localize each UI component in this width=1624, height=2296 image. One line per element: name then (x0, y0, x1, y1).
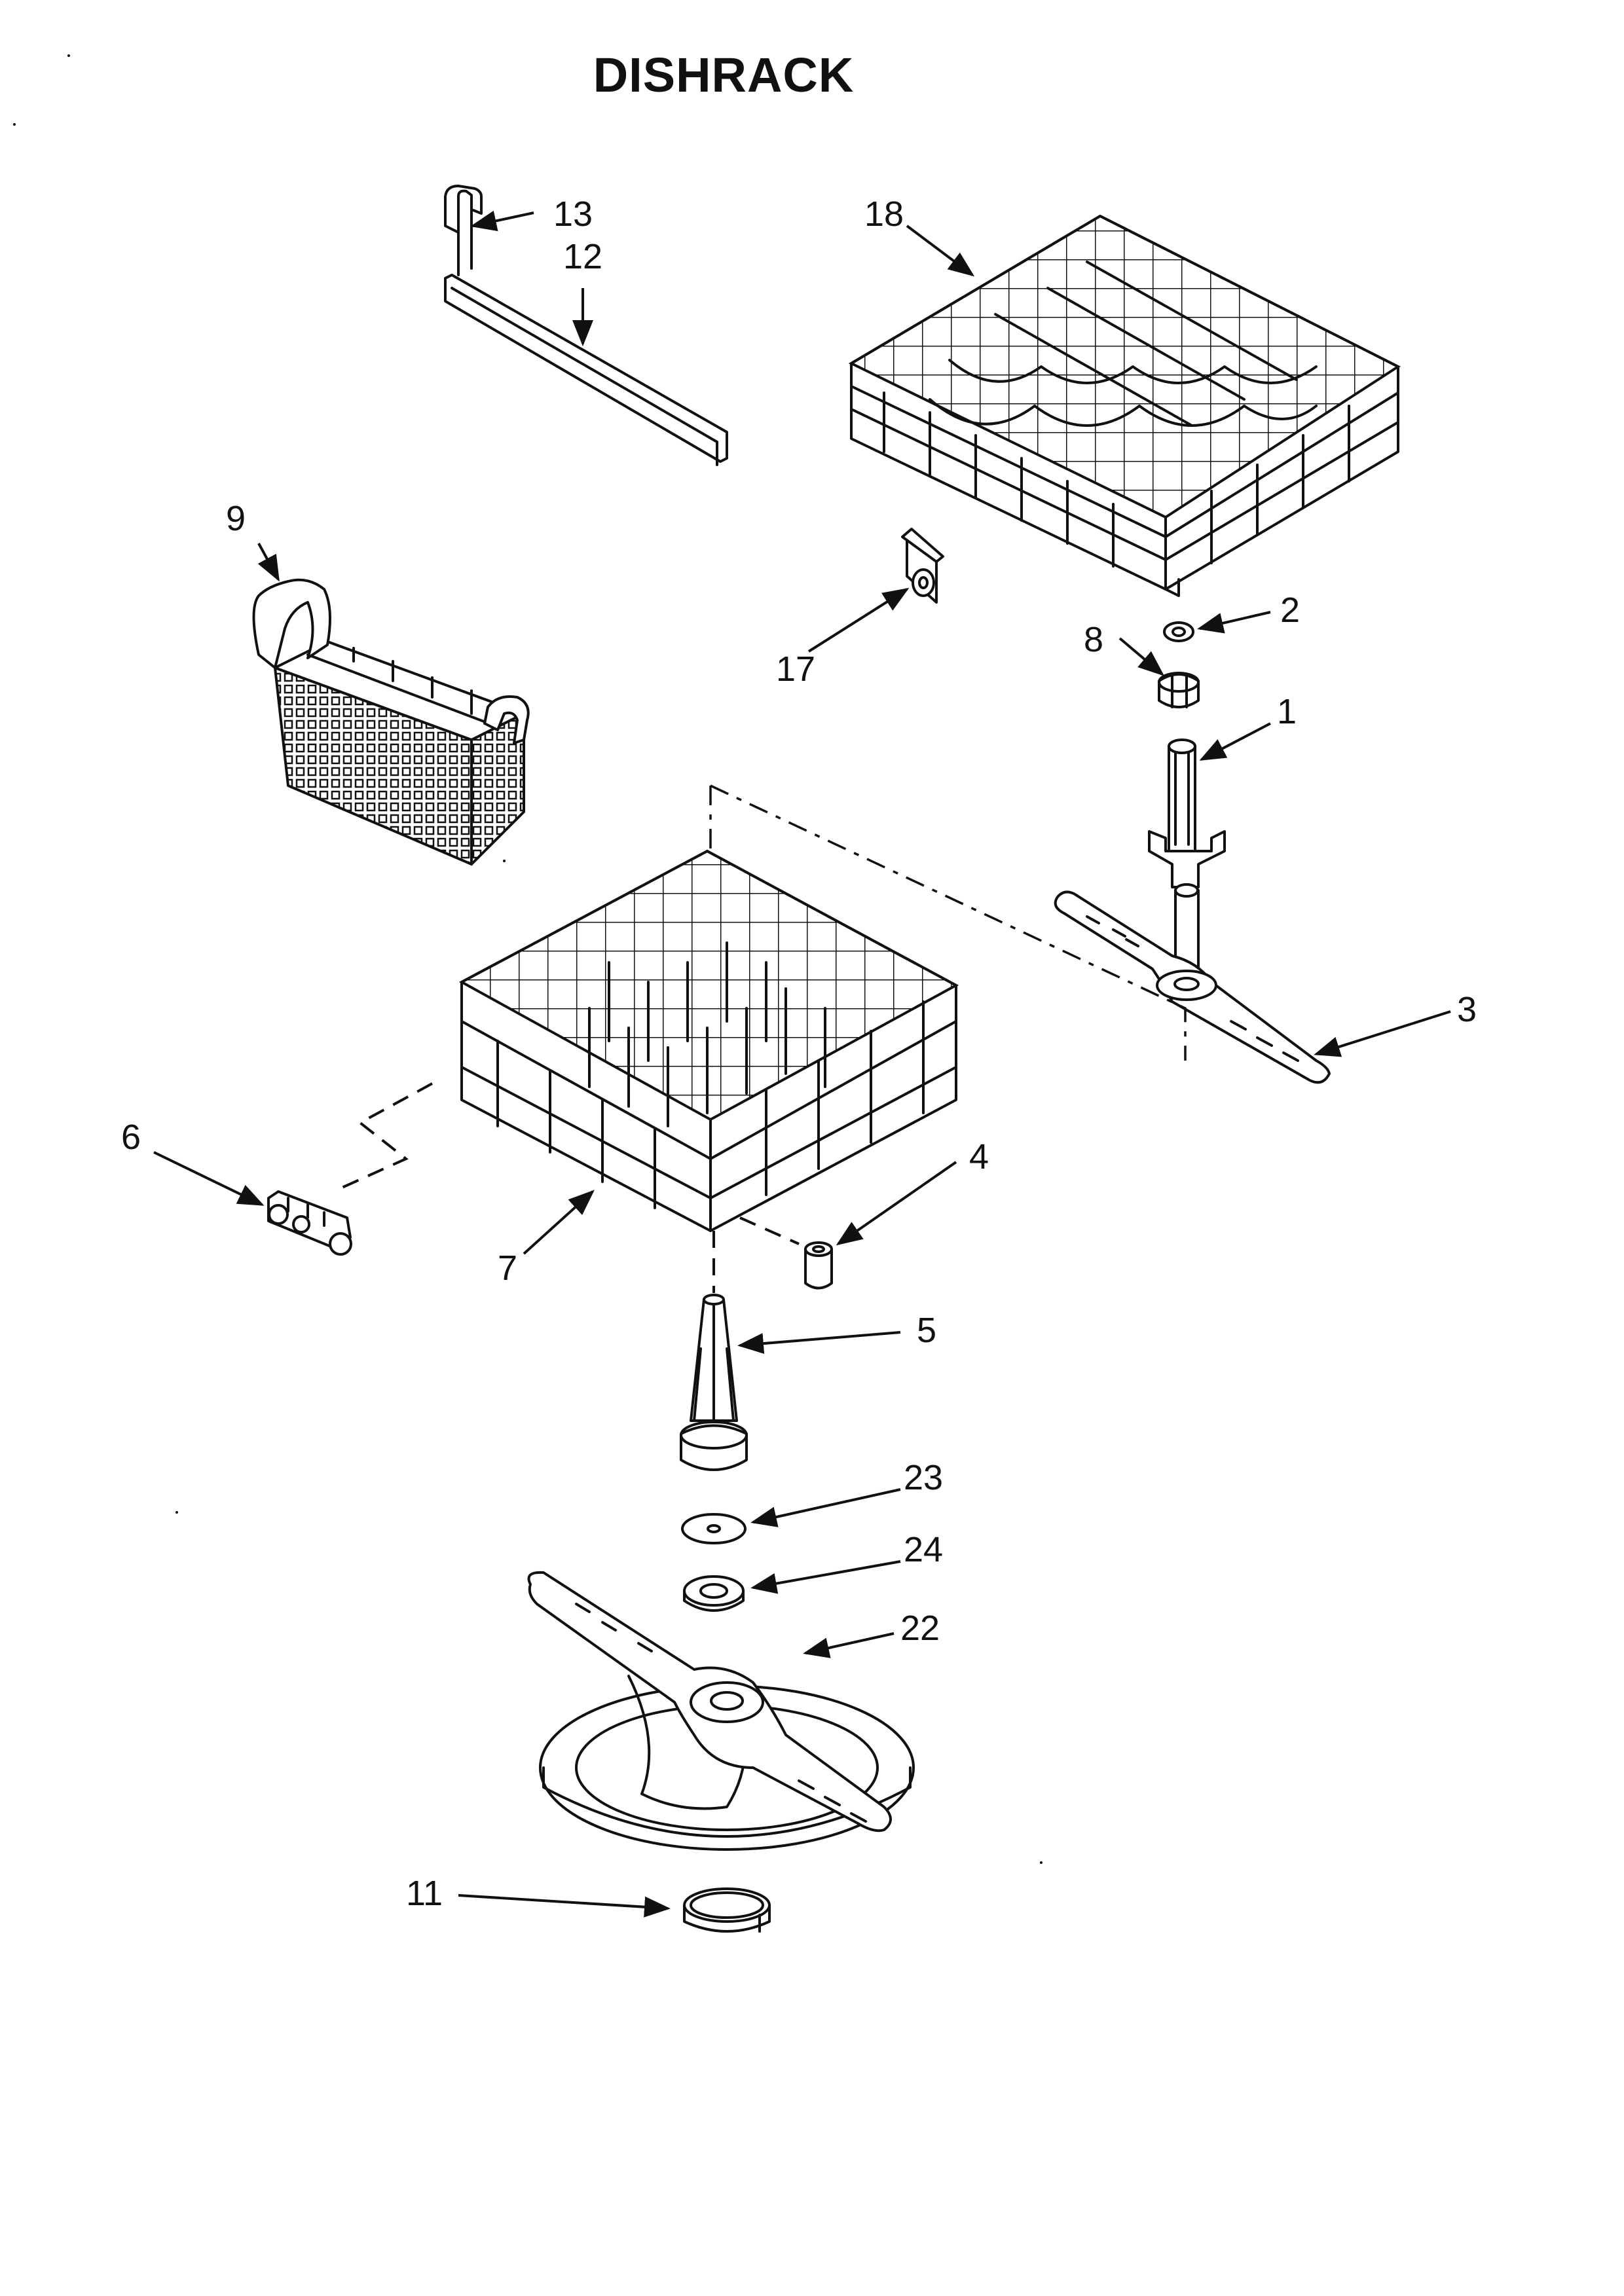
upper-spray-arm-part-3 (1054, 883, 1331, 1084)
leader-23 (750, 1488, 901, 1527)
roller-part-4 (804, 1241, 833, 1290)
leader-1 (1199, 722, 1271, 761)
leader-4 (836, 1161, 957, 1246)
callout-7: 7 (498, 1248, 517, 1288)
leader-3 (1314, 1010, 1451, 1057)
leader-11 (458, 1894, 671, 1918)
leader-17 (807, 587, 910, 653)
leader-13 (470, 210, 534, 232)
callout-24: 24 (904, 1530, 943, 1569)
nut-part-8 (1158, 672, 1200, 708)
leader-6 (153, 1151, 265, 1206)
callout-2: 2 (1280, 591, 1300, 630)
leader-8 (1118, 637, 1165, 676)
callout-22: 22 (900, 1609, 940, 1648)
callout-3: 3 (1457, 990, 1477, 1029)
callout-1: 1 (1277, 692, 1297, 731)
callout-labels: 13 12 18 9 17 2 8 1 3 6 7 4 5 23 24 22 1… (121, 194, 1477, 1913)
rack-adjuster-part-17 (901, 528, 944, 604)
lower-spray-tube-part-5 (680, 1294, 748, 1471)
upper-dishrack-part-18 (848, 214, 1401, 597)
scan-specks (13, 54, 1043, 1864)
upper-spray-tube-part-1 (1148, 738, 1226, 888)
callout-17: 17 (776, 649, 815, 689)
track-rail-part-12 (444, 274, 728, 466)
callout-9: 9 (226, 499, 246, 538)
callout-8: 8 (1084, 620, 1103, 659)
leader-2 (1197, 611, 1271, 634)
thrust-washer-part-23 (681, 1513, 747, 1544)
rack-wheel-part-6 (267, 1190, 352, 1256)
leader-22 (803, 1632, 895, 1658)
washer-part-2 (1163, 621, 1194, 642)
callout-18: 18 (864, 194, 904, 234)
callout-5: 5 (917, 1311, 936, 1350)
callout-13: 13 (553, 194, 593, 234)
callout-23: 23 (904, 1458, 943, 1497)
page-title: DISHRACK (593, 48, 855, 102)
leader-5 (737, 1331, 901, 1355)
lower-dishrack-part-7 (458, 849, 959, 1232)
rack-stop-clip-part-13 (444, 185, 483, 276)
leader-18 (906, 225, 975, 277)
callout-4: 4 (969, 1137, 989, 1176)
leader-7 (523, 1190, 595, 1255)
callout-6: 6 (121, 1118, 141, 1157)
alignment-lines (340, 784, 1187, 1293)
bearing-ring-part-24 (683, 1575, 745, 1612)
retaining-ring-part-11 (683, 1887, 771, 1933)
leader-9 (257, 543, 280, 582)
callout-11: 11 (406, 1874, 443, 1913)
callout-12: 12 (563, 237, 602, 276)
leader-lines (153, 210, 1451, 1918)
leader-24 (750, 1560, 901, 1594)
silverware-basket-part-9 (252, 578, 530, 866)
lower-spray-arm-part-22 (527, 1571, 915, 1851)
